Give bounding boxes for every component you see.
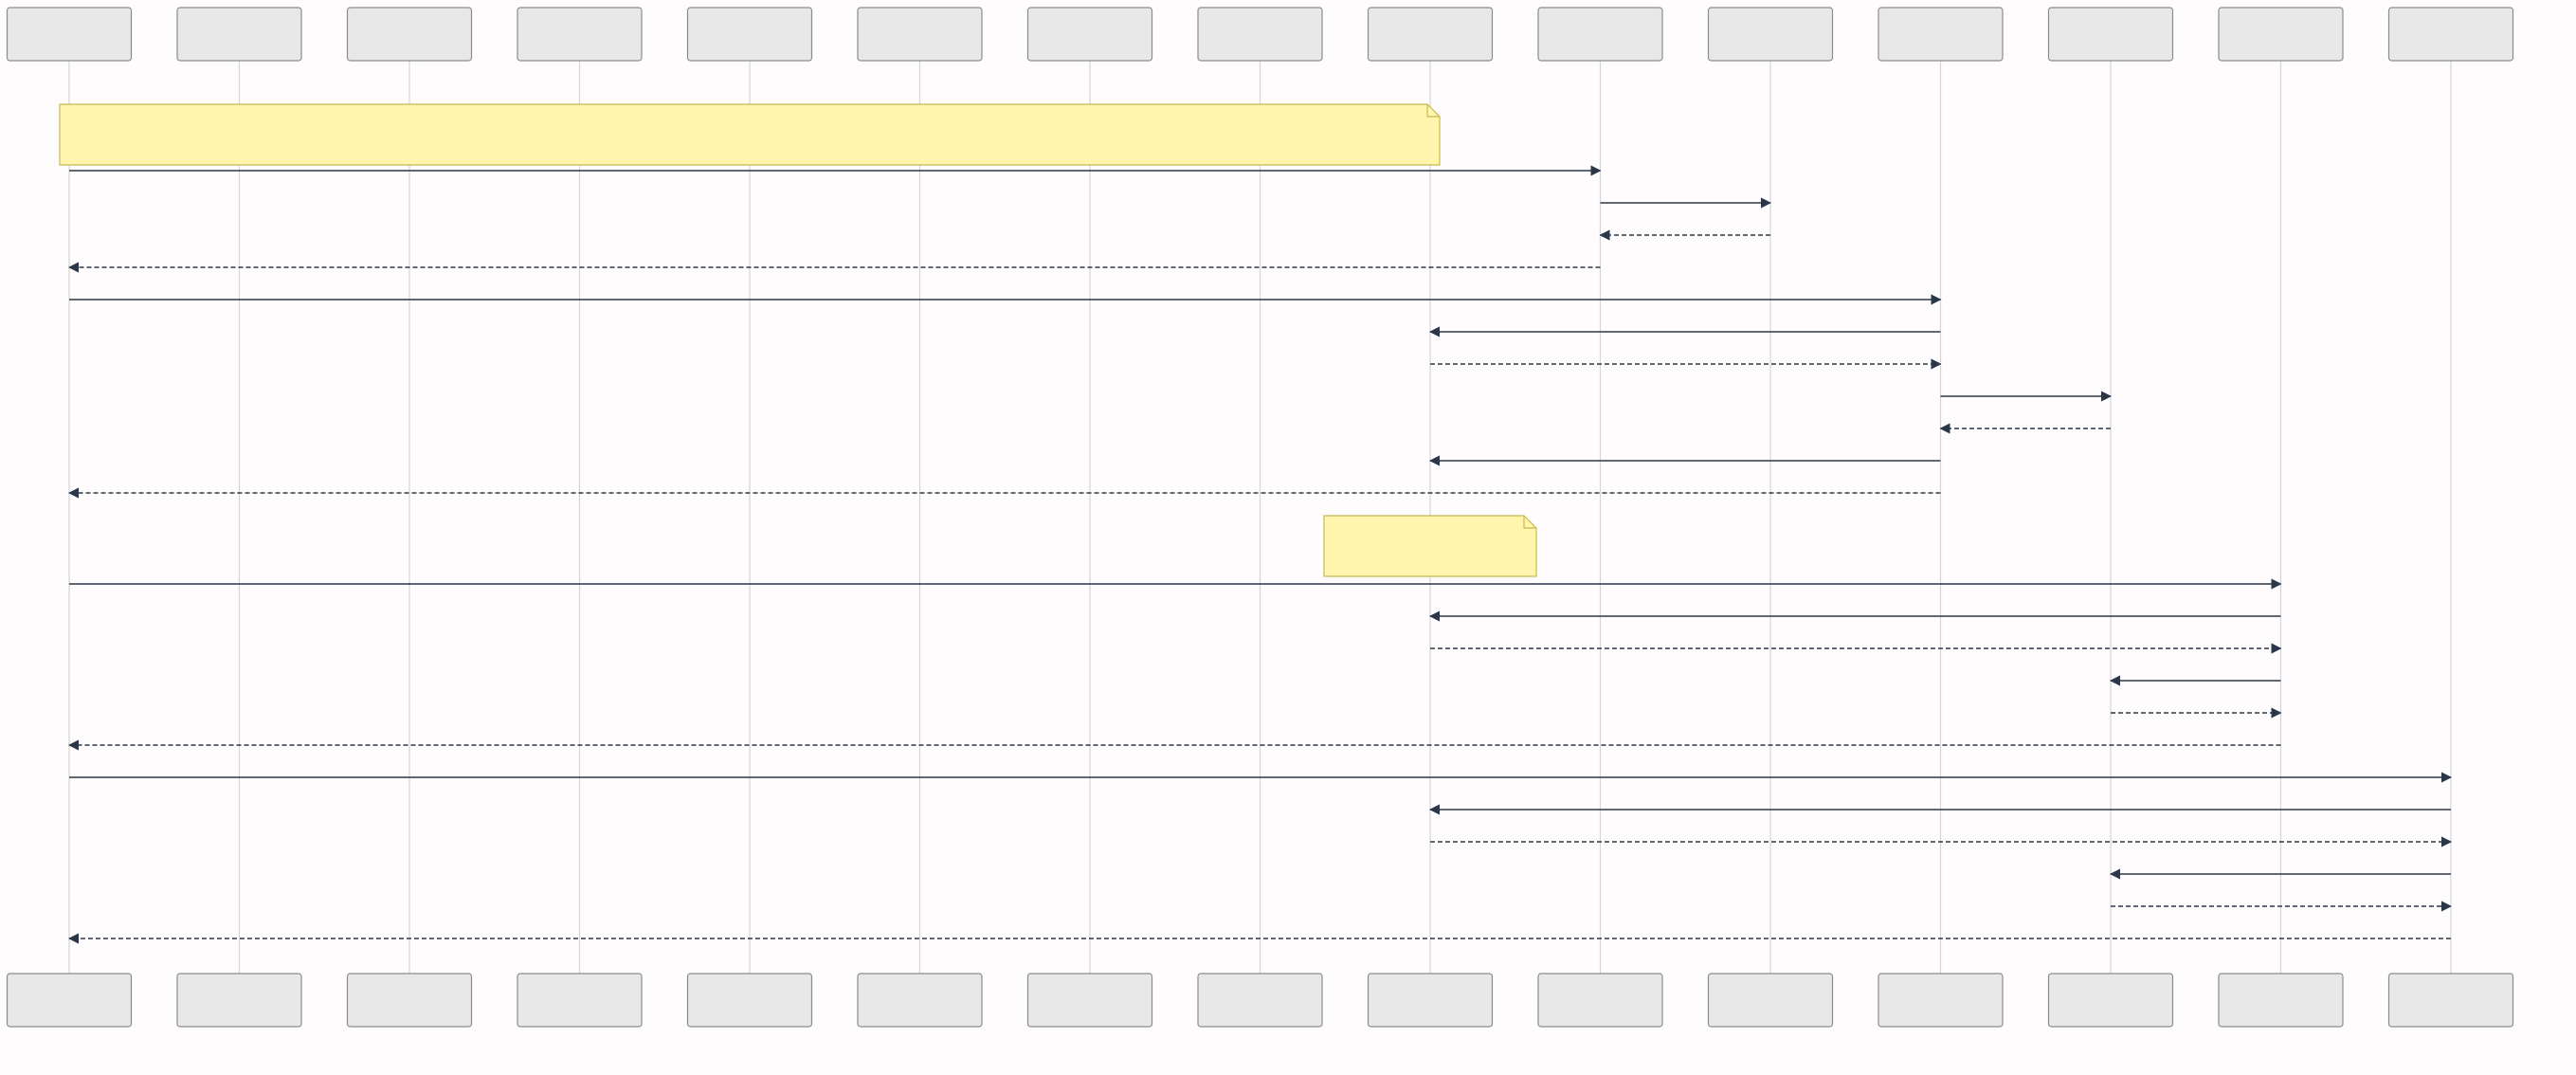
- participant-box-top: [1707, 7, 1834, 62]
- participant-box-bottom: [2387, 973, 2514, 1028]
- participant-box-top: [1197, 7, 1323, 62]
- participant-box-top: [2047, 7, 2174, 62]
- participant-box-bottom: [857, 973, 983, 1028]
- participant-box-top: [857, 7, 983, 62]
- participant-box-top: [1026, 7, 1153, 62]
- participant-box-bottom: [517, 973, 643, 1028]
- participant-box-bottom: [1197, 973, 1323, 1028]
- participant-box-bottom: [346, 973, 473, 1028]
- participant-box-bottom: [2047, 973, 2174, 1028]
- participant-box-top: [6, 7, 133, 62]
- participant-box-bottom: [176, 973, 302, 1028]
- participant-box-top: [346, 7, 473, 62]
- participants-top: [6, 7, 2514, 62]
- participant-box-bottom: [686, 973, 813, 1028]
- lifelines: [68, 61, 2452, 974]
- participant-box-top: [2387, 7, 2514, 62]
- note: [1323, 515, 1537, 577]
- participant-box-top: [2218, 7, 2344, 62]
- participant-box-top: [517, 7, 643, 62]
- participant-box-top: [176, 7, 302, 62]
- note-fold: [1426, 104, 1440, 118]
- participant-box-bottom: [2218, 973, 2344, 1028]
- participant-box-top: [1878, 7, 2004, 62]
- participant-box-bottom: [1537, 973, 1663, 1028]
- participants-bottom: [6, 973, 2514, 1028]
- participant-box-top: [686, 7, 813, 62]
- messages: [67, 165, 2453, 944]
- participant-box-bottom: [1367, 973, 1494, 1028]
- note-fold: [1523, 516, 1536, 529]
- notes: [59, 103, 1537, 577]
- participant-box-bottom: [6, 973, 133, 1028]
- participant-box-top: [1537, 7, 1663, 62]
- note: [59, 103, 1441, 166]
- participant-box-top: [1367, 7, 1494, 62]
- participant-box-bottom: [1026, 973, 1153, 1028]
- participant-box-bottom: [1707, 973, 1834, 1028]
- participant-box-bottom: [1878, 973, 2004, 1028]
